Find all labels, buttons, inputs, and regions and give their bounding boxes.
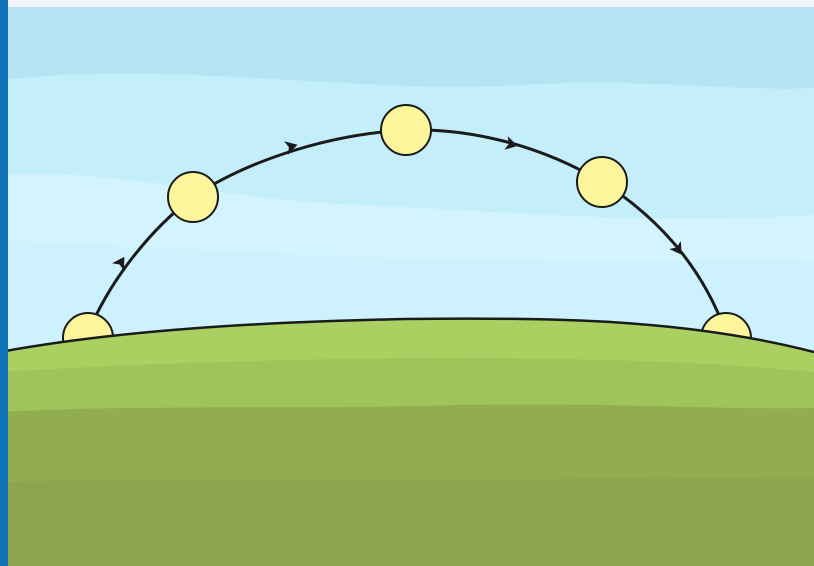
top-border (0, 0, 814, 7)
hill (0, 319, 814, 566)
sun-afternoon (577, 157, 627, 207)
left-accent-stripe (0, 0, 8, 566)
sun-noon (381, 105, 431, 155)
sun-morning (168, 172, 218, 222)
hill-grass-bottom (0, 477, 814, 566)
